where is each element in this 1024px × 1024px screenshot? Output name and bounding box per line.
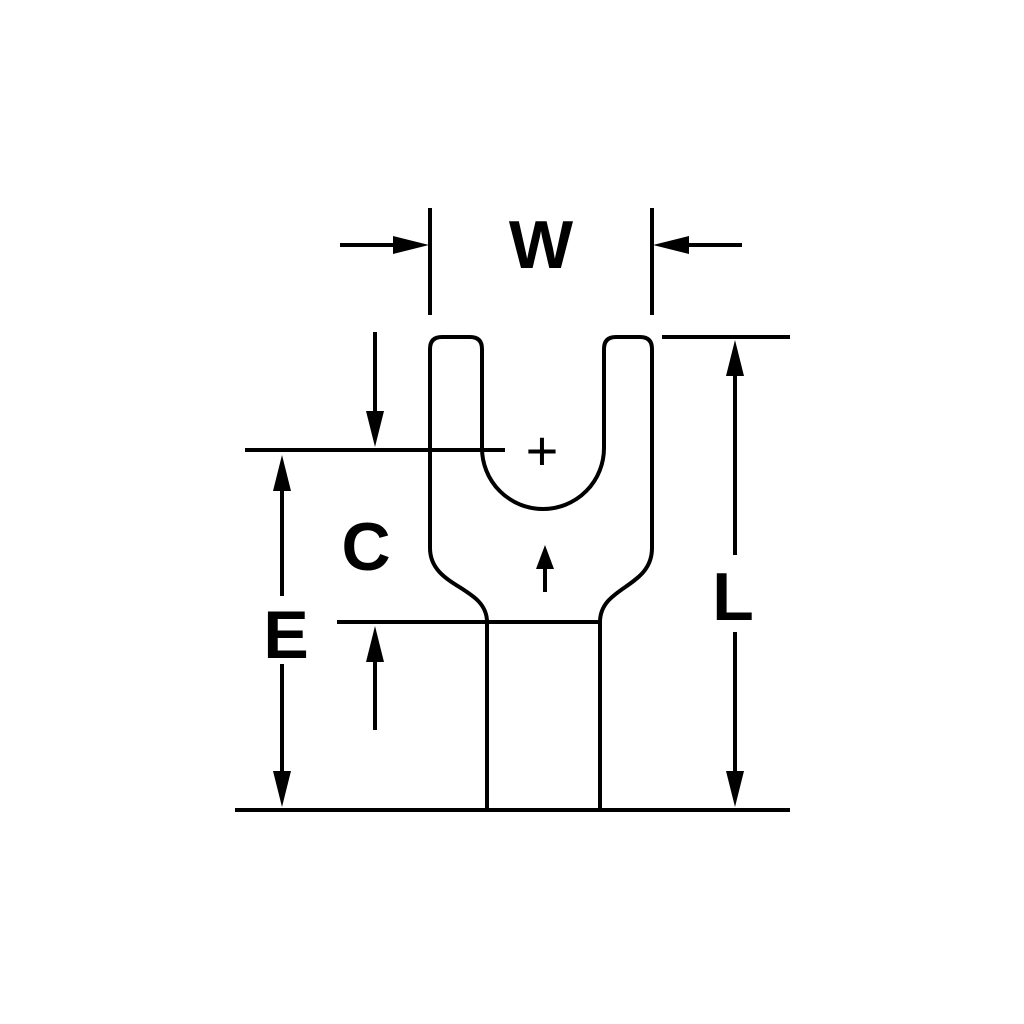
l-arrowhead-up-icon	[726, 340, 744, 376]
insertion-arrowhead-up-icon	[536, 545, 554, 569]
label-e: E	[263, 597, 308, 673]
dimension-l: L	[712, 340, 754, 807]
center-mark-plus: +	[526, 419, 559, 482]
c-arrowhead-up-icon	[366, 626, 384, 662]
c-arrowhead-down-icon	[366, 411, 384, 447]
slot-center-mark: +	[526, 419, 559, 482]
l-arrowhead-down-icon	[726, 771, 744, 807]
terminal-outline-group	[337, 335, 654, 812]
e-arrowhead-down-icon	[273, 771, 291, 807]
label-w: W	[509, 207, 574, 283]
dimension-c: C	[341, 332, 391, 730]
insertion-direction-arrow-icon	[536, 545, 554, 592]
w-arrowhead-right-pointing-icon	[393, 236, 429, 254]
w-arrowhead-left-pointing-icon	[653, 236, 689, 254]
dimension-w: W	[340, 207, 742, 283]
label-c: C	[341, 509, 390, 585]
e-arrowhead-up-icon	[273, 455, 291, 491]
extension-lines	[235, 208, 790, 812]
label-l: L	[712, 559, 754, 635]
dimension-e: E	[263, 455, 309, 807]
